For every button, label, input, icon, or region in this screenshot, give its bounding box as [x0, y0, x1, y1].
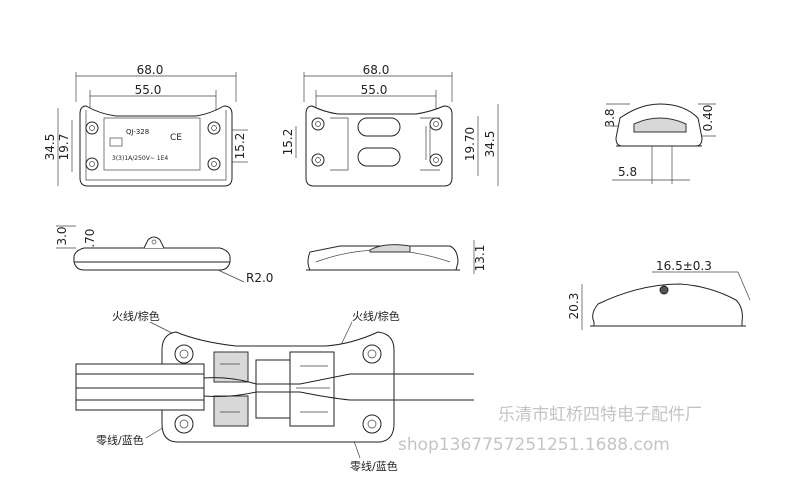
end-dim-top: 0.40	[701, 105, 715, 132]
profile-dim-button: 16.5±0.3	[656, 259, 712, 273]
front-view: 13.1	[306, 240, 487, 274]
top-dim-inner-width: 19.7	[57, 134, 71, 161]
bottom-dim-width: 34.5	[483, 131, 497, 158]
front-dim-height: 13.1	[473, 245, 487, 272]
profile-view: 16.5±0.3 20.3	[567, 259, 751, 330]
top-dim-hole-gap: 15.2	[233, 133, 247, 160]
side-dim-base: 3.0	[55, 226, 69, 245]
top-label-rating: 3(3)1A/250V~ 1E4	[112, 155, 168, 162]
bottom-dim-hole-span: 55.0	[361, 83, 388, 97]
end-dim-width: 5.8	[618, 165, 637, 179]
end-view: 3.8 0.40 5.8	[603, 103, 716, 184]
top-dim-length: 68.0	[137, 63, 164, 77]
top-label-ce: CE	[170, 133, 182, 143]
side-dim-radius: R2.0	[246, 271, 273, 285]
bottom-dim-inner-width: 19.70	[463, 127, 477, 161]
wiring-neutral-label-left: 零线/蓝色	[96, 433, 144, 447]
side-view: 3.0 6.70 R2.0	[55, 225, 273, 285]
end-dim-height: 3.8	[603, 108, 617, 127]
bottom-dim-hole-gap: 15.2	[281, 129, 295, 156]
profile-dim-height: 20.3	[567, 293, 581, 320]
watermark: 乐清市虹桥四特电子配件厂 shop1367757251251.1688.com	[398, 405, 702, 455]
top-view: 68.0 55.0 34.5 19.7 15.2 QJ-328 CE 3(3)1…	[43, 63, 248, 187]
top-dim-hole-span: 55.0	[135, 83, 162, 97]
wiring-live-label-right: 火线/棕色	[352, 309, 400, 323]
bottom-dim-length: 68.0	[363, 63, 390, 77]
bottom-view: 68.0 55.0 15.2 19.70 34.5	[281, 63, 499, 187]
wiring-neutral-label-right: 零线/蓝色	[350, 459, 398, 473]
watermark-shop-url: shop1367757251251.1688.com	[398, 435, 670, 455]
watermark-company: 乐清市虹桥四特电子配件厂	[498, 405, 702, 425]
wiring-view: 火线/棕色 火线/棕色 零线/蓝色 零线/蓝色	[75, 309, 474, 473]
top-dim-width: 34.5	[43, 134, 57, 161]
top-label-model: QJ-328	[126, 128, 149, 136]
wiring-live-label-left: 火线/棕色	[112, 309, 160, 323]
